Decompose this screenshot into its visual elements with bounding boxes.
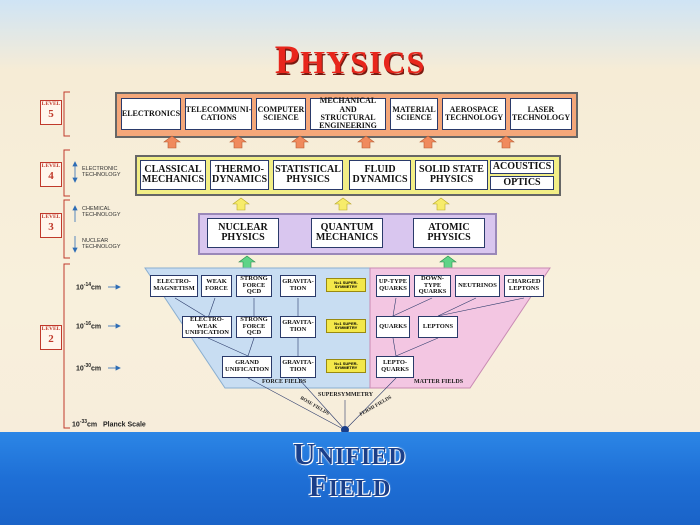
- telecommunications-box: TELECOMMUNI-CATIONS: [185, 98, 252, 130]
- supersymmetry-badge-3: N=1 SUPER-SYMMETRY: [326, 359, 366, 373]
- charged-leptons-box: CHARGED LEPTONS: [504, 275, 544, 297]
- quarks-box: QUARKS: [376, 316, 410, 338]
- scale-10-30: 10-30cm: [76, 363, 102, 373]
- field-label: FIELD: [308, 468, 392, 503]
- acoustics-box: ACOUSTICS: [490, 160, 554, 174]
- atomic-physics-box: ATOMIC PHYSICS: [413, 218, 485, 248]
- matter-fields-label: MATTER FIELDS: [414, 379, 464, 385]
- supersymmetry-label: SUPERSYMMETRY: [318, 392, 374, 398]
- electromagnetism-box: ELECTRO-MAGNETISM: [150, 275, 198, 297]
- neutrinos-box: NEUTRINOS: [455, 275, 500, 297]
- unified-label: UNIFIED: [293, 436, 407, 471]
- nuclear-physics-box: NUCLEAR PHYSICS: [207, 218, 279, 248]
- supersymmetry-badge-1: N=1 SUPER-SYMMETRY: [326, 278, 366, 292]
- strong-force-qcd-box-1: STRONG FORCE QCD: [236, 275, 272, 297]
- optics-box: OPTICS: [490, 176, 554, 190]
- computer-science-box: COMPUTER SCIENCE: [256, 98, 306, 130]
- weak-force-box: WEAK FORCE: [201, 275, 232, 297]
- statistical-physics-box: STATISTICAL PHYSICS: [273, 160, 343, 190]
- down-type-quarks-box: DOWN-TYPE QUARKS: [414, 275, 451, 297]
- nuclear-technology-note: NUCLEAR TECHNOLOGY: [82, 238, 121, 251]
- up-type-quarks-box: UP-TYPE QUARKS: [376, 275, 410, 297]
- gravitation-box-3: GRAVITA-TION: [280, 356, 316, 378]
- chemical-technology-note: CHEMICAL TECHNOLOGY: [82, 206, 121, 219]
- supersymmetry-badge-2: N=1 SUPER-SYMMETRY: [326, 319, 366, 333]
- leptoquarks-box: LEPTO-QUARKS: [376, 356, 414, 378]
- leptons-box: LEPTONS: [418, 316, 458, 338]
- laser-technology-box: LASER TECHNOLOGY: [510, 98, 572, 130]
- electronic-technology-note: ELECTRONIC TECHNOLOGY: [82, 166, 121, 179]
- gravitation-box-1: GRAVITA-TION: [280, 275, 316, 297]
- electroweak-unification-box: ELECTRO-WEAK UNIFICATION: [182, 316, 232, 338]
- aerospace-technology-box: AEROSPACE TECHNOLOGY: [442, 98, 506, 130]
- scale-10-33: 10-33cm Planck Scale: [72, 419, 146, 429]
- fluid-dynamics-box: FLUID DYNAMICS: [349, 160, 411, 190]
- unified-field-sea: [0, 432, 700, 525]
- gravitation-box-2: GRAVITA-TION: [280, 316, 316, 338]
- page-title: PHYSICS: [274, 37, 426, 82]
- grand-unification-box: GRAND UNIFICATION: [222, 356, 272, 378]
- material-science-box: MATERIAL SCIENCE: [390, 98, 438, 130]
- classical-mechanics-box: CLASSICAL MECHANICS: [140, 160, 206, 190]
- mechanical-engineering-box: MECHANICAL AND STRUCTURAL ENGINEERING: [310, 97, 386, 130]
- electronics-box: ELECTRONICS: [121, 98, 181, 130]
- quantum-mechanics-box: QUANTUM MECHANICS: [311, 218, 383, 248]
- force-fields-label: FORCE FIELDS: [262, 379, 307, 385]
- strong-force-qcd-box-2: STRONG FORCE QCD: [236, 316, 272, 338]
- solid-state-physics-box: SOLID STATE PHYSICS: [415, 160, 488, 190]
- thermodynamics-box: THERMO-DYNAMICS: [210, 160, 269, 190]
- scale-10-16: 10-16cm: [76, 321, 102, 331]
- scale-10-14: 10-14cm: [76, 282, 102, 292]
